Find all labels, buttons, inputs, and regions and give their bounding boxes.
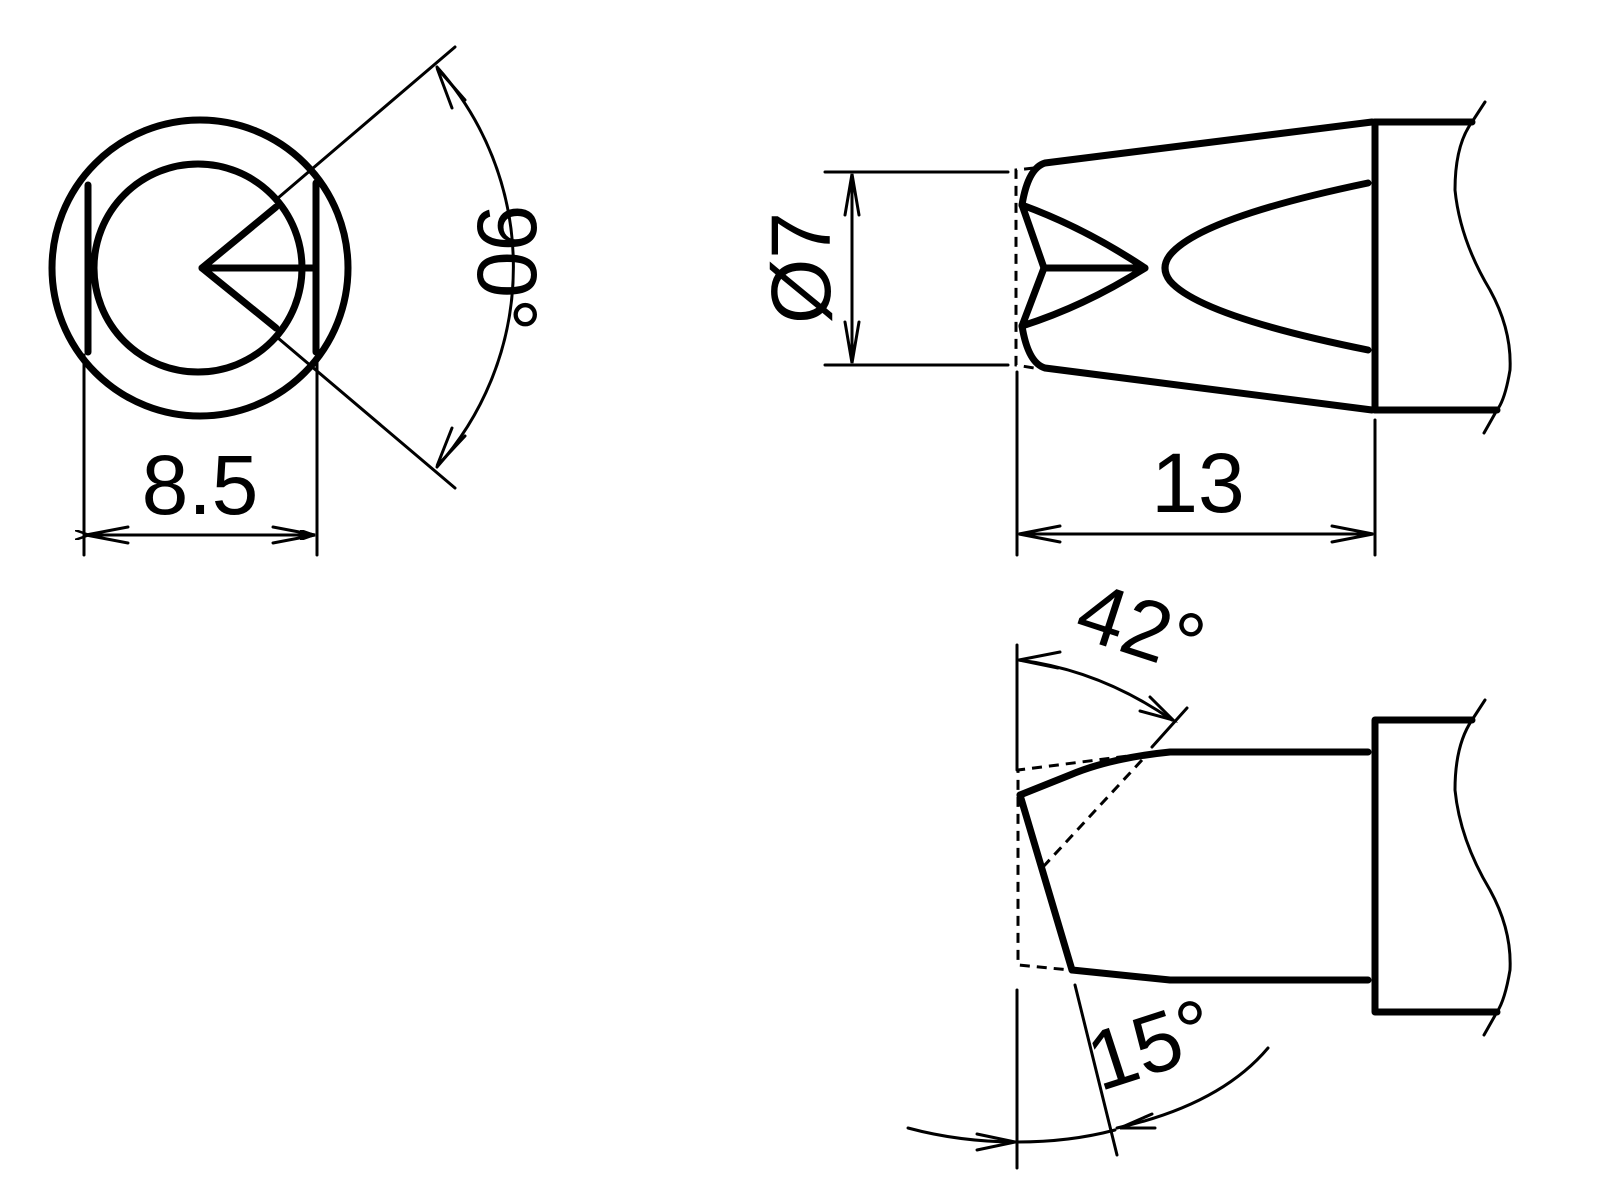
arrowhead-icon (975, 1132, 1016, 1152)
break-line (1453, 698, 1512, 1037)
angle-extension-lower (276, 336, 457, 490)
reference-dashed (1016, 750, 1161, 972)
angle-label-90: 90° (460, 204, 554, 331)
arrowhead-icon (85, 525, 130, 545)
arrowhead-icon (435, 67, 467, 110)
lower-edge (1068, 966, 1372, 984)
arrowhead-icon (1018, 650, 1062, 670)
break-line (1453, 100, 1512, 435)
arrowhead-icon (1119, 1112, 1157, 1130)
angle-extension-upper (276, 45, 457, 200)
length-label: 13 (1151, 436, 1244, 530)
bevel-construction-dashed (1041, 758, 1144, 869)
upper-bevel (1016, 748, 1372, 799)
lower-taper (1018, 322, 1376, 414)
face-extension (1073, 983, 1119, 1157)
diameter-label: Ø7 (754, 212, 848, 324)
arrowhead-icon (843, 320, 861, 364)
arrowhead-icon (1138, 695, 1179, 723)
bevel-extension (1150, 706, 1189, 749)
side-view-bottom: 42° 15° (906, 563, 1512, 1170)
angle-arc-15 (906, 1126, 1117, 1144)
side-view-top: Ø7 13 (754, 100, 1512, 557)
angle-arc (435, 65, 515, 469)
tip-facet-upper (1018, 201, 1048, 272)
outer-circle (48, 116, 352, 420)
tip-face (1016, 791, 1076, 974)
angle-arc-15-outer (1115, 1046, 1270, 1130)
tip-facet-lower (1018, 264, 1048, 330)
angle-label-42: 42° (1066, 563, 1216, 692)
reference-dashed (1014, 166, 1035, 370)
arrowhead-icon (1330, 524, 1374, 544)
upper-taper (1018, 118, 1376, 209)
arrowhead-icon (435, 426, 467, 468)
angle-label-15: 15° (1076, 980, 1226, 1109)
end-view: 8.5 90° (48, 45, 554, 557)
width-label: 8.5 (142, 438, 259, 532)
parabolic-edge (1161, 179, 1372, 354)
arrowhead-icon (843, 173, 861, 217)
arrowhead-icon (271, 525, 316, 545)
arrowhead-icon (1018, 524, 1062, 544)
tip-face-curve (1018, 201, 1149, 330)
collar (1371, 716, 1501, 1016)
